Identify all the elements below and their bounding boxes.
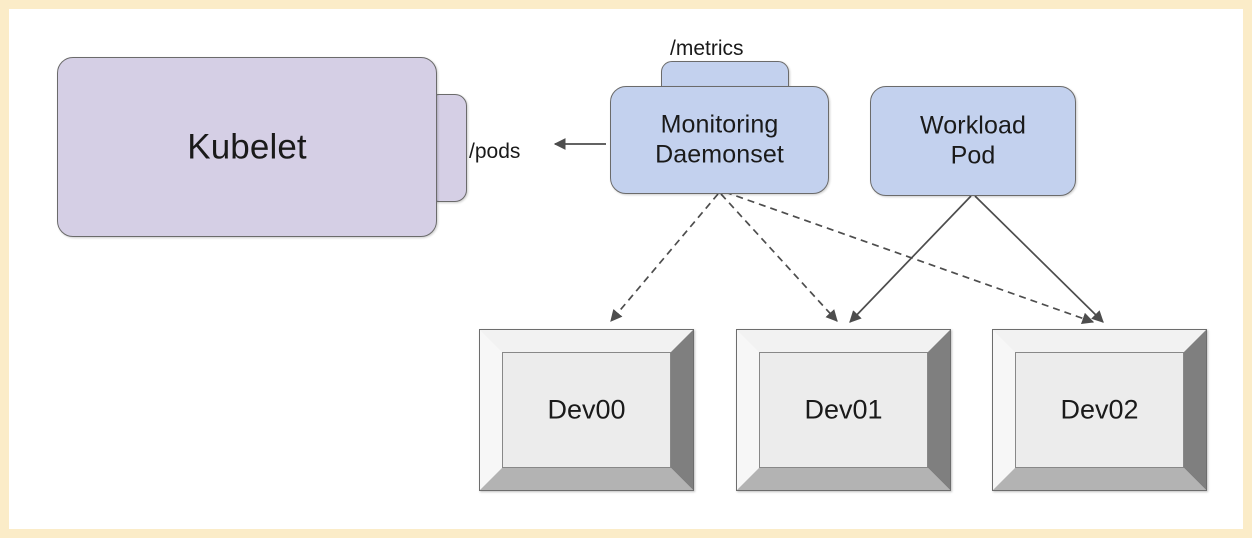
bevel-right-face — [928, 330, 950, 490]
diagram-canvas: Kubelet /pods /metrics Monitoring Daemon… — [9, 9, 1243, 529]
bevel-top-face — [480, 330, 693, 352]
device-label: Dev02 — [1060, 394, 1139, 425]
device-inner-face — [1015, 352, 1184, 468]
bevel-left-face — [993, 330, 1015, 490]
device-label: Dev01 — [804, 394, 883, 425]
pods-tab-label: /pods — [469, 140, 521, 163]
bevel-right-face — [1184, 330, 1206, 490]
monitoring-daemonset-node[interactable]: Monitoring Daemonset — [610, 86, 829, 194]
device-dev02[interactable]: Dev02 — [992, 329, 1207, 491]
bevel-top-face — [737, 330, 950, 352]
bevel-bottom-face — [737, 468, 950, 490]
bevel-frame — [737, 330, 950, 490]
edge-daemonset-to-dev02 — [724, 191, 1095, 325]
edge-workload-to-dev02 — [974, 195, 1104, 323]
kubelet-label: Kubelet — [187, 127, 307, 167]
device-dev00[interactable]: Dev00 — [479, 329, 694, 491]
bevel-left-face — [480, 330, 502, 490]
device-inner-face — [502, 352, 671, 468]
bevel-left-face — [737, 330, 759, 490]
bevel-bottom-face — [993, 468, 1206, 490]
metrics-tab-label: /metrics — [670, 37, 744, 60]
edge-workload-to-dev01 — [849, 195, 972, 323]
kubelet-node[interactable]: Kubelet — [57, 57, 437, 237]
bevel-frame — [993, 330, 1206, 490]
bevel-right-face — [671, 330, 693, 490]
device-label: Dev00 — [547, 394, 626, 425]
device-inner-face — [759, 352, 928, 468]
device-dev01[interactable]: Dev01 — [736, 329, 951, 491]
workload-pod-node[interactable]: Workload Pod — [870, 86, 1076, 196]
bevel-frame — [480, 330, 693, 490]
edge-daemonset-to-dev00 — [610, 193, 719, 322]
edge-daemonset-to-dev01 — [720, 193, 838, 322]
workload-pod-label: Workload Pod — [920, 111, 1026, 170]
bevel-bottom-face — [480, 468, 693, 490]
bevel-top-face — [993, 330, 1206, 352]
monitoring-daemonset-label: Monitoring Daemonset — [655, 110, 784, 169]
